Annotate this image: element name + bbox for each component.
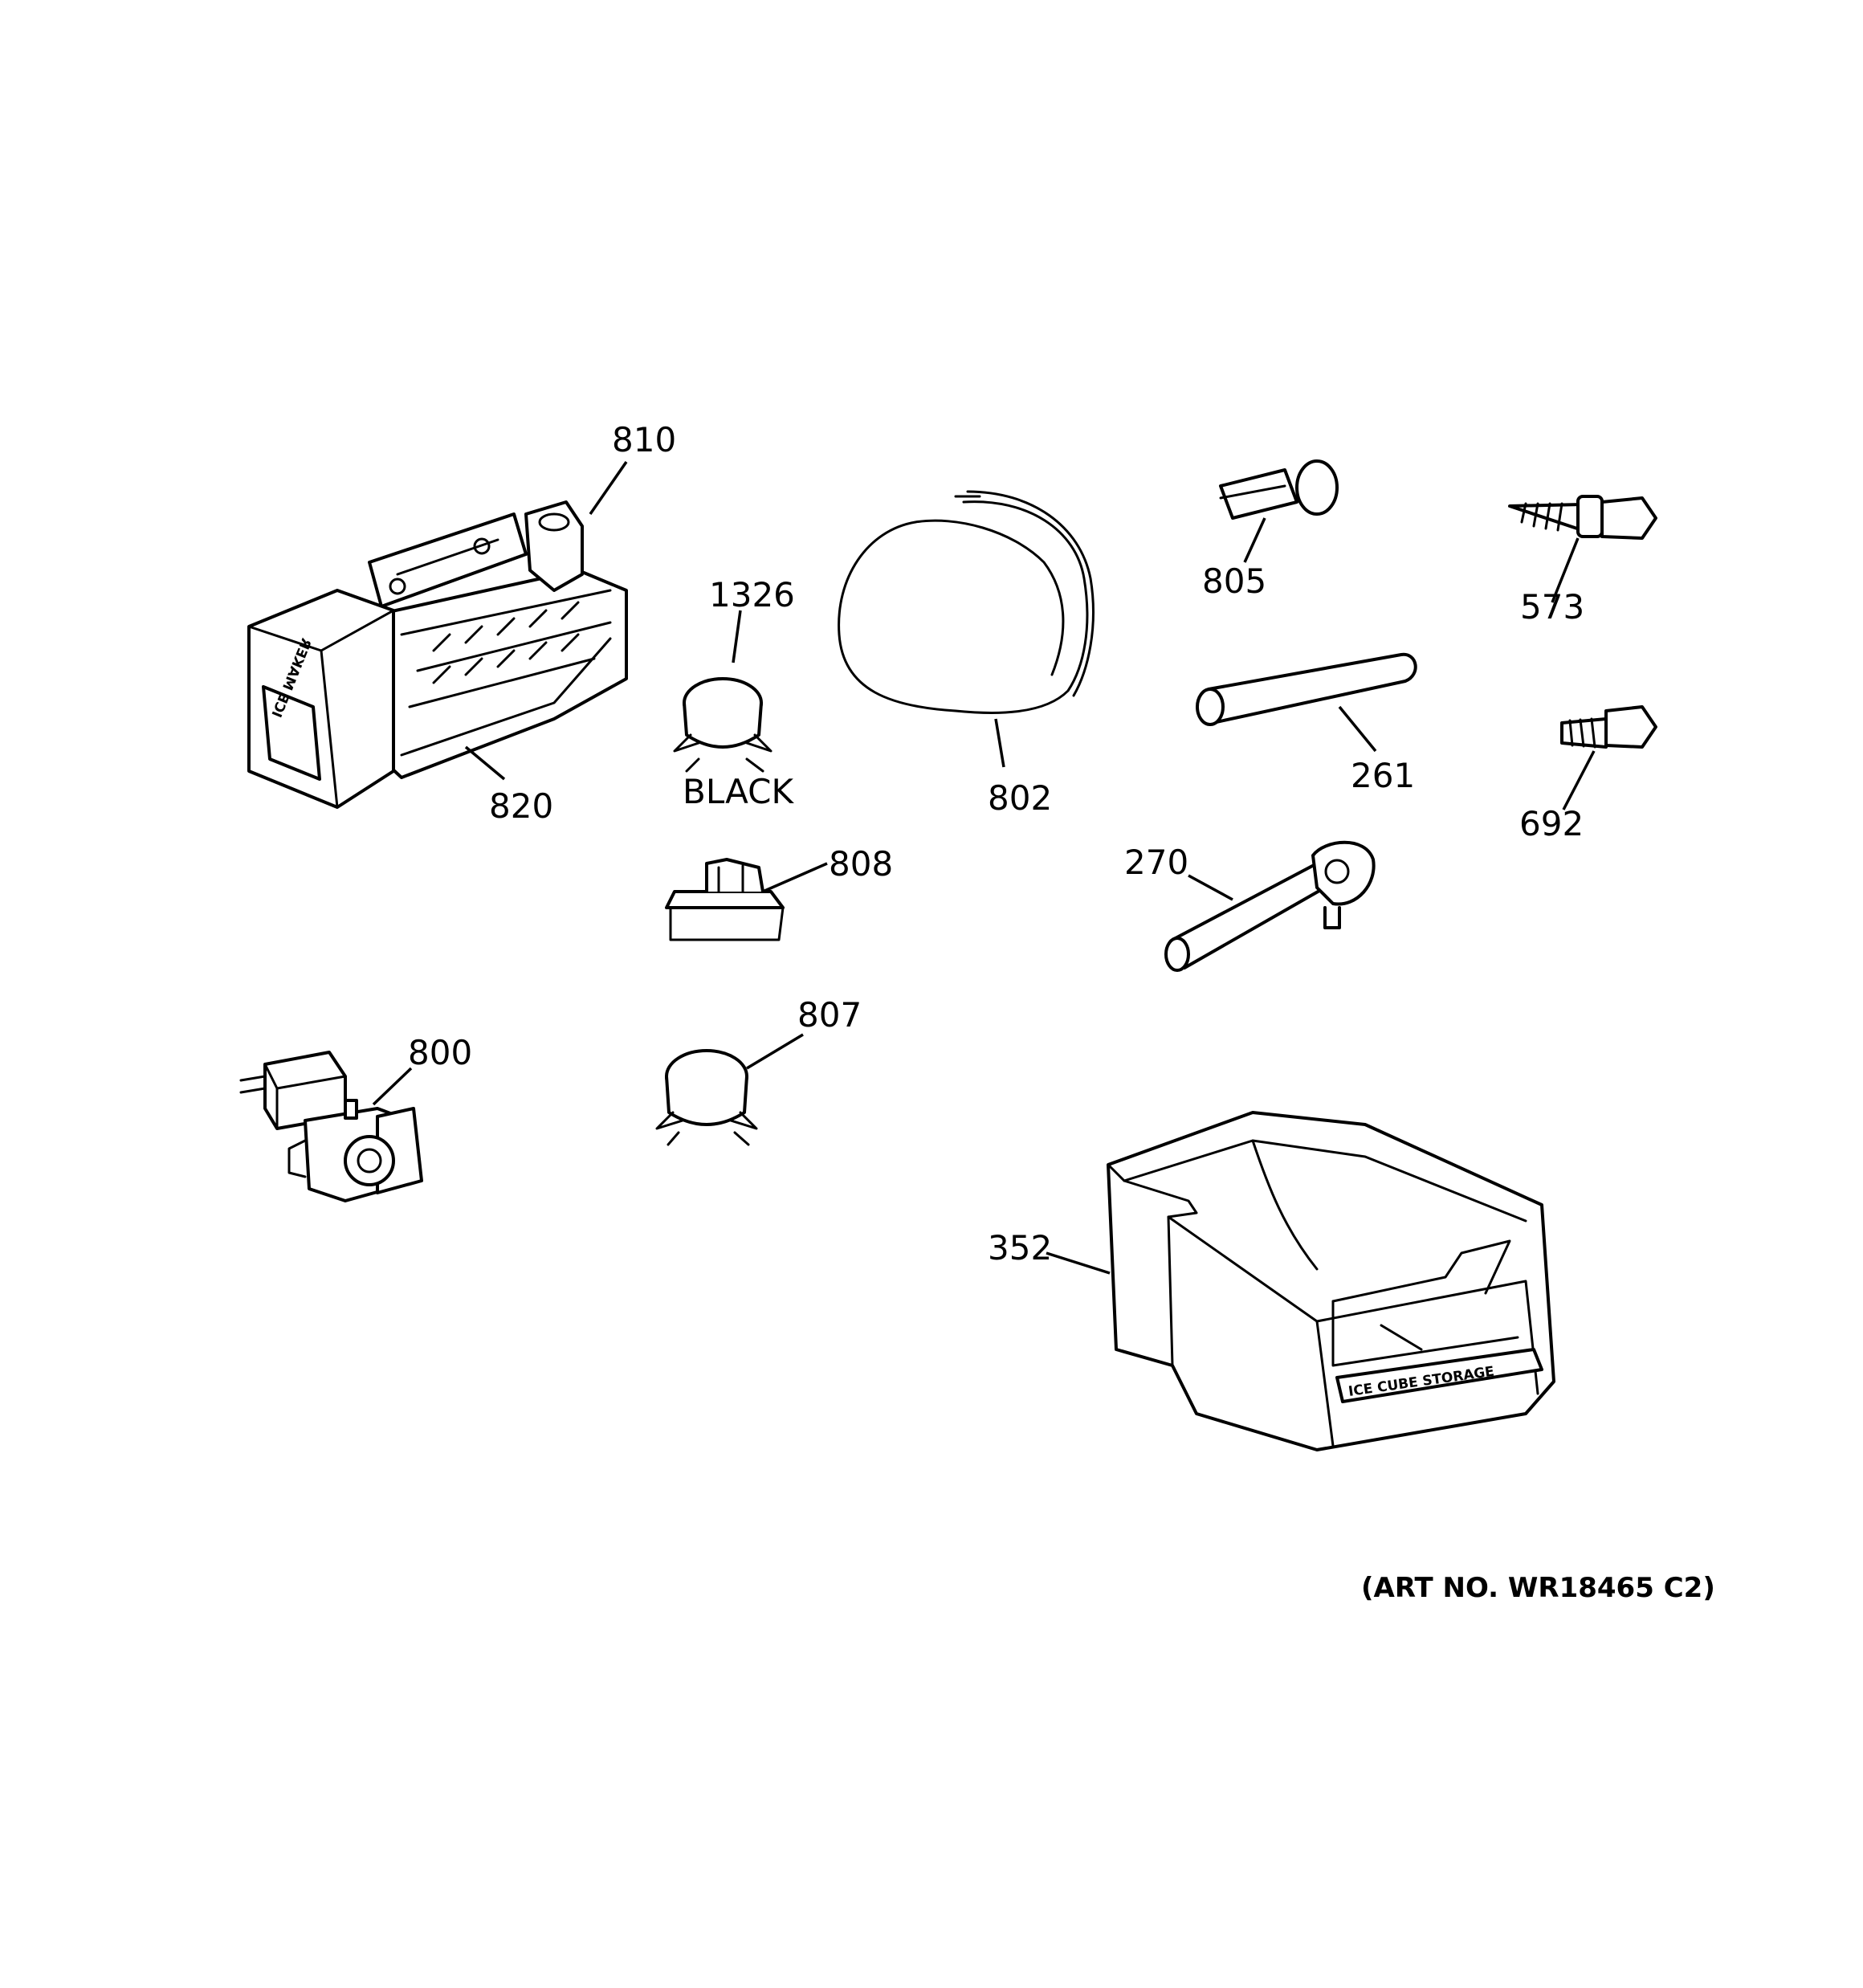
callout-805: 805 [1202, 561, 1266, 601]
callout-261: 261 [1351, 756, 1415, 795]
rod-261 [1196, 652, 1417, 726]
screw-692 [1560, 705, 1657, 749]
clamp-1326 [673, 677, 773, 773]
clamp-807 [655, 1049, 758, 1146]
callout-820: 820 [489, 786, 553, 826]
callout-270: 270 [1124, 843, 1188, 882]
tube-802 [838, 490, 1095, 714]
ice-maker-assembly: ICE MAKER [247, 500, 628, 809]
ice-bucket-352: ICE CUBE STORAGE [1107, 1111, 1555, 1451]
fitting-805 [1219, 459, 1339, 520]
clip-808 [665, 858, 785, 941]
leader-lines [372, 461, 1596, 1275]
screw-573 [1508, 495, 1657, 540]
callout-black: BLACK [683, 772, 794, 811]
callout-808: 808 [829, 844, 893, 884]
callout-807: 807 [797, 995, 862, 1035]
callout-800: 800 [408, 1033, 472, 1072]
callout-352: 352 [988, 1228, 1052, 1268]
callout-810: 810 [612, 420, 676, 459]
callout-labels: 810 820 1326 BLACK 802 805 573 261 692 8… [408, 420, 1584, 1268]
water-valve-800 [239, 1051, 423, 1202]
callout-692: 692 [1519, 804, 1584, 843]
art-number: (ART NO. WR18465 C2) [1361, 1572, 1715, 1604]
callout-1326: 1326 [709, 575, 795, 614]
callout-573: 573 [1520, 587, 1584, 627]
heater-270 [1164, 840, 1376, 972]
callout-802: 802 [988, 778, 1052, 818]
